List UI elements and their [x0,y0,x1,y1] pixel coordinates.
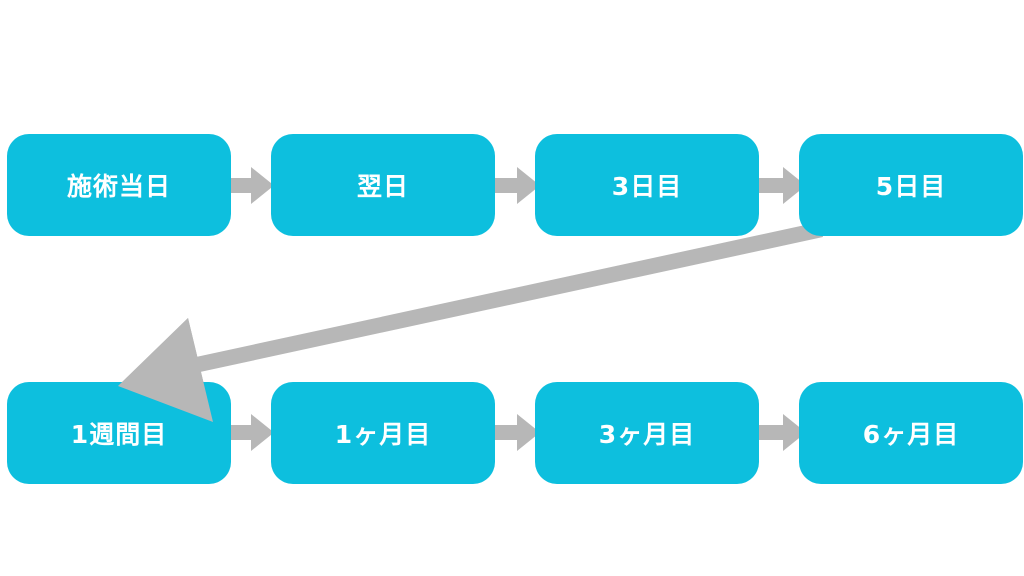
step-box-week-1: 1週間目 [7,382,231,484]
step-box-month-1: 1ヶ月目 [271,382,495,484]
step-label: 3日目 [611,172,683,201]
step-label: 3ヶ月目 [598,420,696,449]
step-box-next-day: 翌日 [271,134,495,236]
step-box-month-3: 3ヶ月目 [535,382,759,484]
step-box-day-5: 5日目 [799,134,1023,236]
step-box-month-6: 6ヶ月目 [799,382,1023,484]
step-label: 1ヶ月目 [334,420,432,449]
step-label: 施術当日 [66,172,171,201]
step-label: 1週間目 [70,420,168,449]
step-box-day-3: 3日目 [535,134,759,236]
step-label: 翌日 [356,172,409,201]
step-label: 5日目 [875,172,947,201]
step-label: 6ヶ月目 [862,420,960,449]
step-box-day-of-treatment: 施術当日 [7,134,231,236]
